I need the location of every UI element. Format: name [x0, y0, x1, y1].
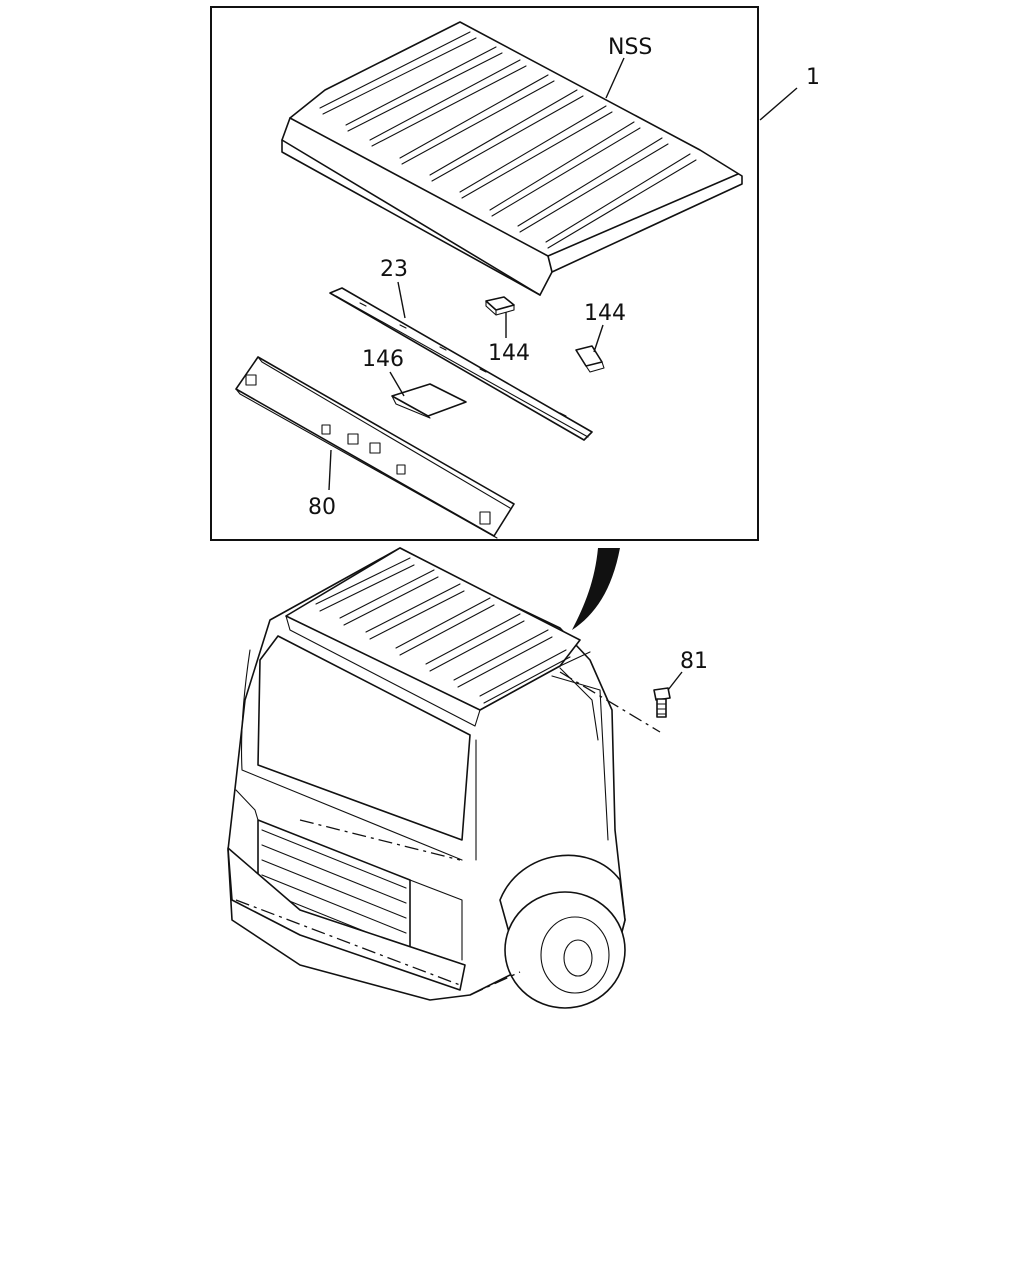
callout-81: 81: [680, 649, 708, 674]
callout-144-a: 144: [488, 341, 530, 366]
roof-panel-part: [281, 21, 743, 296]
leader-80: [328, 449, 332, 491]
callout-1: 1: [806, 65, 820, 90]
callout-nss: NSS: [608, 35, 652, 60]
bolt-alignment-line: [559, 671, 661, 733]
callout-80: 80: [308, 495, 336, 520]
inset-frame: [210, 6, 759, 541]
leader-nss: [605, 57, 625, 99]
roof-bow-part: [329, 287, 593, 441]
leader-1: [759, 87, 798, 121]
bolt-part: [653, 687, 671, 718]
callout-144-b: 144: [584, 301, 626, 326]
callout-23: 23: [380, 257, 408, 282]
callout-146: 146: [362, 347, 404, 372]
leader-23: [397, 281, 406, 319]
leader-146: [389, 371, 405, 397]
leader-81: [667, 671, 683, 691]
bracket-part-a: [485, 296, 515, 316]
truck-cab-illustration: [227, 547, 626, 1009]
header-rail-part: [235, 356, 515, 539]
leader-144-b: [593, 324, 604, 353]
pointer-arrow: [572, 548, 620, 630]
bracket-part-b: [575, 345, 605, 373]
